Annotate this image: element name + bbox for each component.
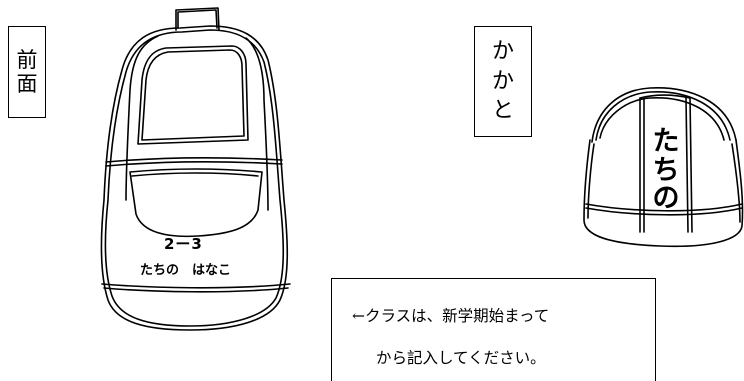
front-shoe-strap: [105, 157, 283, 163]
heel-label-char: か: [491, 68, 514, 94]
front-shoe-toe-box: [129, 168, 263, 238]
instruction-note-line-1: ←クラスは、新学期始まって: [352, 307, 550, 325]
front-shoe-opening: [137, 45, 249, 145]
heel-name-char: た: [652, 126, 680, 157]
instruction-note-box: ←クラスは、新学期始まって から記入してください。: [331, 278, 656, 381]
front-view-label-box: 前 面: [8, 26, 46, 118]
heel-shoe-body: [583, 139, 744, 248]
instruction-note-line-2: から記入してください。: [376, 349, 546, 367]
heel-name-char: の: [652, 183, 680, 215]
front-shoe-class-label: 2ー3: [164, 235, 203, 253]
heel-name-char: ち: [652, 154, 680, 186]
heel-label-char: と: [491, 98, 514, 124]
front-shoe-inner-rim: [125, 35, 159, 201]
front-shoe-drawing: [100, 7, 291, 331]
heel-shoe-arch: [591, 87, 737, 143]
heel-shoe-drawing: [583, 87, 744, 248]
front-label-char: 前: [16, 47, 38, 72]
front-label-char: 面: [16, 72, 38, 96]
heel-shoe-name-label: た ち の: [648, 126, 684, 215]
front-shoe-name-label: たちの はなこ: [140, 263, 232, 278]
front-shoe-outline: [100, 25, 289, 331]
heel-shoe-sole-band: [585, 203, 743, 212]
heel-view-label-box: か か と: [474, 26, 532, 137]
front-shoe-heel-tab: [175, 7, 220, 31]
front-shoe-sole-line: [101, 283, 291, 289]
heel-label-char: か: [491, 38, 514, 64]
